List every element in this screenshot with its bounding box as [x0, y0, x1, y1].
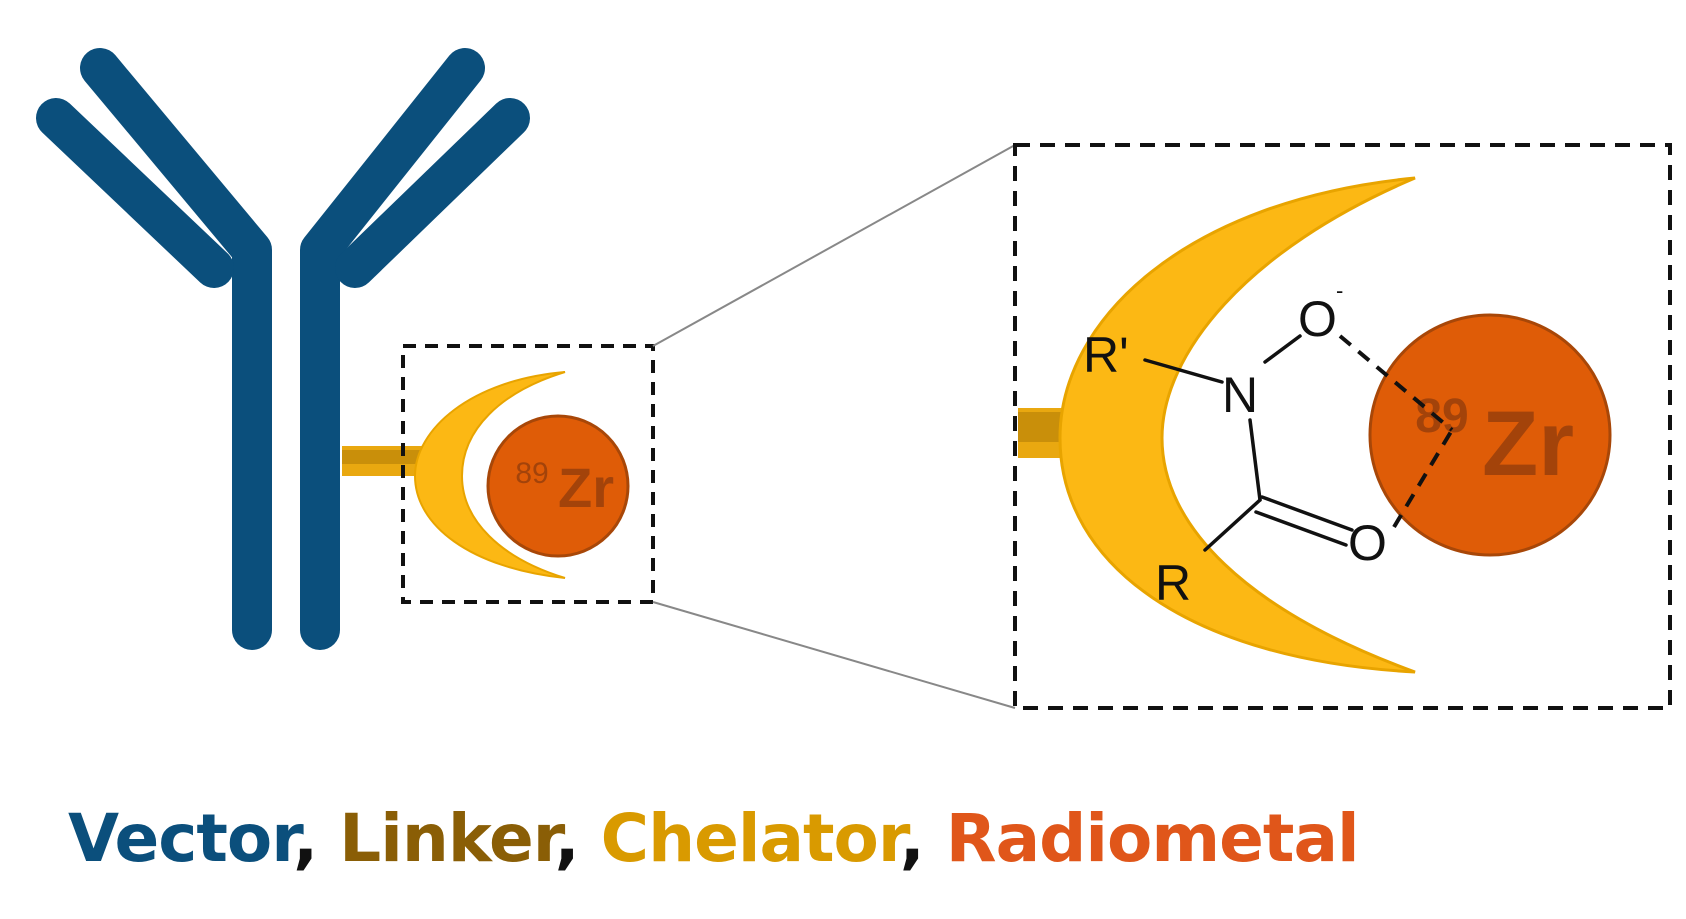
- bond-rprime-n: [1143, 358, 1224, 384]
- bond-c-o-double-b: [1254, 510, 1348, 547]
- coord-bond-bottom: [1392, 428, 1454, 529]
- large-zoom-box: [1013, 143, 1672, 710]
- antibody-heavy-chain-left: [80, 48, 272, 650]
- bond-n-o-top: [1263, 334, 1302, 364]
- bond-n-c: [1248, 418, 1262, 502]
- coord-bond-top: [1338, 334, 1454, 432]
- antibody-light-chain-left: [36, 98, 234, 288]
- hydroxamate-bonds: [1143, 334, 1354, 552]
- caption-radiometal: Radiometal: [945, 800, 1360, 877]
- small-zoom-box: [401, 344, 655, 604]
- linker-bar-shade: [342, 450, 422, 464]
- large-zr-mass-number: 89: [1415, 390, 1468, 443]
- label-r: R: [1155, 555, 1191, 611]
- coordination-bonds: [1338, 334, 1454, 529]
- caption-separator-2: ,: [554, 800, 580, 877]
- antibody-icon: [36, 48, 530, 650]
- antibody-light-chain-right: [335, 98, 530, 288]
- antibody-heavy-chain-right: [300, 48, 485, 650]
- label-oxygen-bottom: O: [1348, 515, 1387, 571]
- bond-c-r: [1203, 498, 1262, 552]
- label-nitrogen: N: [1222, 367, 1258, 423]
- large-chelator-crescent: [1058, 176, 1416, 674]
- label-oxygen-top: O: [1298, 291, 1337, 347]
- small-chelator-crescent: [413, 371, 566, 579]
- small-zr-mass-number: 89: [515, 457, 548, 490]
- large-zr-symbol: Zr: [1482, 393, 1574, 495]
- caption-separator-1: ,: [293, 800, 318, 877]
- bond-c-o-double-a: [1260, 495, 1354, 532]
- small-radiometal-sphere: [486, 414, 630, 558]
- zoom-connector-bottom: [652, 601, 1016, 709]
- caption-vector: Vector: [68, 800, 294, 877]
- small-zr-symbol: Zr: [558, 456, 614, 519]
- caption-linker: Linker: [339, 800, 555, 877]
- zoom-connector-top: [652, 144, 1016, 347]
- large-radiometal-sphere: [1368, 313, 1612, 557]
- label-oxygen-top-charge: -: [1336, 278, 1343, 303]
- legend-caption: Vector, Linker, Chelator, Radiometal: [68, 800, 1360, 877]
- caption-separator-3: ,: [899, 800, 925, 877]
- label-r-prime: R': [1083, 327, 1129, 383]
- caption-chelator: Chelator: [600, 800, 901, 877]
